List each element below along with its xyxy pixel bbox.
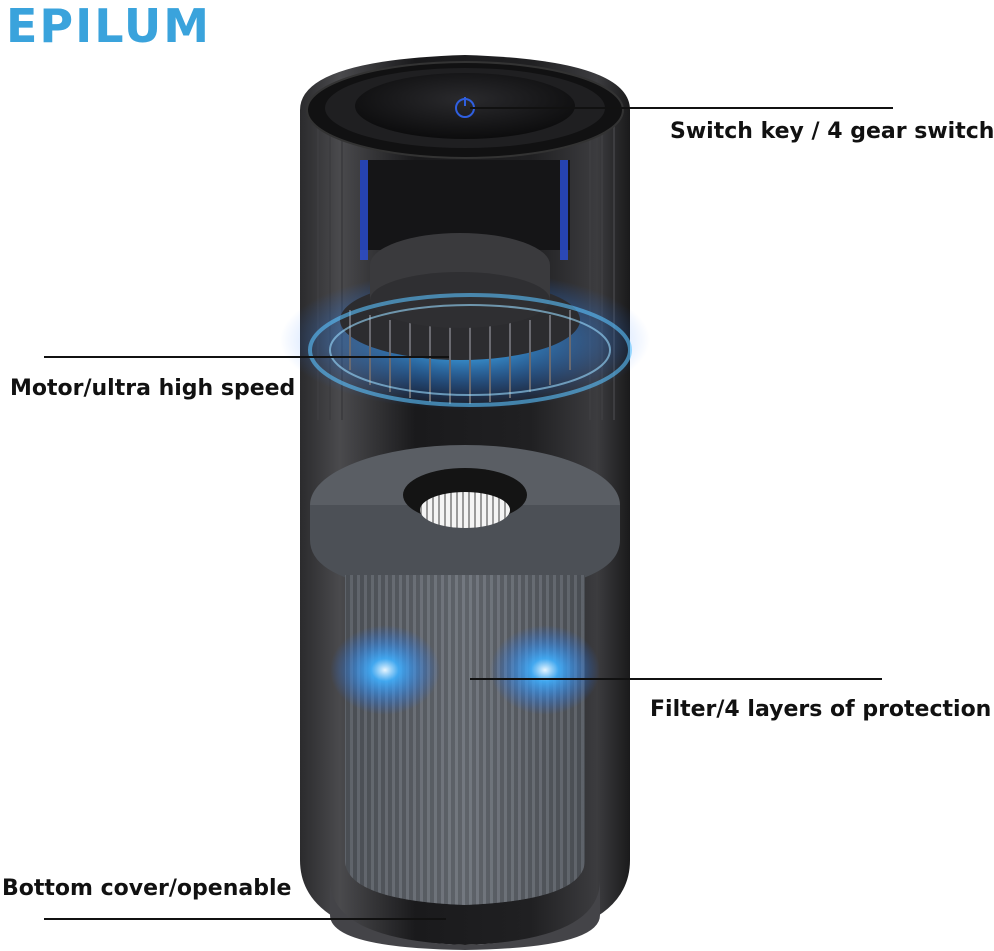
callout-filter: Filter/4 layers of protection — [650, 697, 992, 722]
air-purifier-illustration — [280, 55, 650, 950]
callout-switch: Switch key / 4 gear switch — [670, 119, 994, 144]
filter-leader-line — [470, 678, 882, 680]
motor-leader-line — [44, 356, 449, 358]
brand-logo: EPILUM — [6, 0, 212, 53]
callout-motor: Motor/ultra high speed — [10, 376, 296, 401]
callout-bottom: Bottom cover/openable — [2, 876, 292, 901]
switch-leader-line — [470, 107, 893, 109]
bottom-leader-line — [44, 918, 446, 920]
